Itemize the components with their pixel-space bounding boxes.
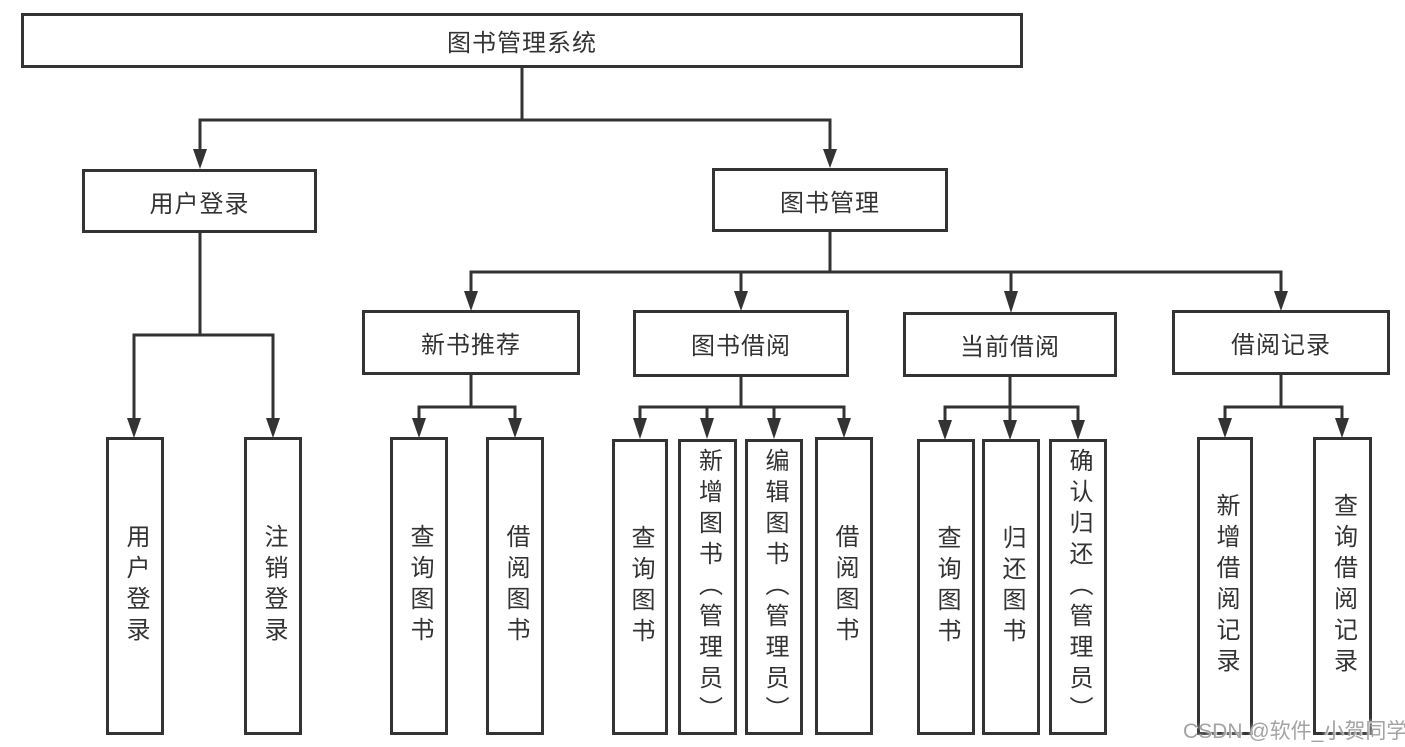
leaf-borrowing-query-books: 查询图书 xyxy=(612,439,668,735)
node-library-system: 图书管理系统 xyxy=(21,13,1023,68)
leaf-logout-label: 注销登录 xyxy=(260,524,287,648)
leaf-borrowing-edit-books-admin: 编辑图书（管理员） xyxy=(745,439,803,735)
leaf-newbook-query-books: 查询图书 xyxy=(390,437,448,735)
connector-current-borrow-children xyxy=(943,375,1080,425)
leaf-current-return-books: 归还图书 xyxy=(982,439,1040,735)
leaf-records-query-record-label: 查询借阅记录 xyxy=(1329,493,1357,679)
leaf-newbook-borrow-books-label: 借阅图书 xyxy=(502,524,529,648)
connector-user-login-children xyxy=(132,231,275,423)
leaf-records-add-record: 新增借阅记录 xyxy=(1197,437,1253,735)
leaf-borrowing-edit-books-admin-label: 编辑图书（管理员） xyxy=(761,447,788,727)
csdn-watermark: CSDN @软件_小贺同学 xyxy=(1183,720,1405,743)
connector-book-borrow-children xyxy=(638,375,846,423)
leaf-borrowing-query-books-label: 查询图书 xyxy=(627,525,654,649)
node-new-book-recommend-label: 新书推荐 xyxy=(421,332,521,359)
node-current-borrowing-label: 当前借阅 xyxy=(960,334,1060,361)
leaf-user-login-label: 用户登录 xyxy=(122,524,149,648)
node-book-borrowing-label: 图书借阅 xyxy=(691,333,791,360)
leaf-logout: 注销登录 xyxy=(244,437,302,735)
leaf-current-return-books-label: 归还图书 xyxy=(998,525,1025,649)
leaf-current-confirm-return-admin-label: 确认归还（管理员） xyxy=(1065,447,1092,727)
node-new-book-recommend: 新书推荐 xyxy=(362,310,580,375)
connector-root-to-level2 xyxy=(198,66,832,154)
leaf-borrowing-add-books-admin: 新增图书（管理员） xyxy=(678,439,737,735)
leaf-records-query-record: 查询借阅记录 xyxy=(1313,437,1372,735)
leaf-newbook-borrow-books: 借阅图书 xyxy=(486,437,544,735)
arrowheads xyxy=(127,149,1349,440)
leaf-records-add-record-label: 新增借阅记录 xyxy=(1212,493,1239,679)
node-user-login: 用户登录 xyxy=(82,169,317,233)
leaf-current-query-books: 查询图书 xyxy=(917,439,975,735)
connector-borrow-records-children xyxy=(1223,373,1344,423)
leaf-borrowing-add-books-admin-label: 新增图书（管理员） xyxy=(694,447,722,727)
connector-book-management-children xyxy=(469,230,1283,296)
leaf-user-login: 用户登录 xyxy=(106,437,164,735)
leaf-current-query-books-label: 查询图书 xyxy=(933,525,960,649)
connector-new-book-children xyxy=(417,373,517,423)
node-book-management: 图书管理 xyxy=(712,168,948,232)
leaf-current-confirm-return-admin: 确认归还（管理员） xyxy=(1049,439,1107,735)
node-library-system-label: 图书管理系统 xyxy=(447,30,597,57)
node-book-borrowing: 图书借阅 xyxy=(633,310,849,377)
leaf-borrowing-borrow-books: 借阅图书 xyxy=(815,437,873,735)
node-borrowing-records: 借阅记录 xyxy=(1172,310,1390,375)
leaf-newbook-query-books-label: 查询图书 xyxy=(406,524,433,648)
leaf-borrowing-borrow-books-label: 借阅图书 xyxy=(831,524,858,648)
node-current-borrowing: 当前借阅 xyxy=(903,312,1117,377)
node-book-management-label: 图书管理 xyxy=(780,189,880,217)
node-borrowing-records-label: 借阅记录 xyxy=(1231,332,1331,359)
node-user-login-label: 用户登录 xyxy=(149,190,250,218)
